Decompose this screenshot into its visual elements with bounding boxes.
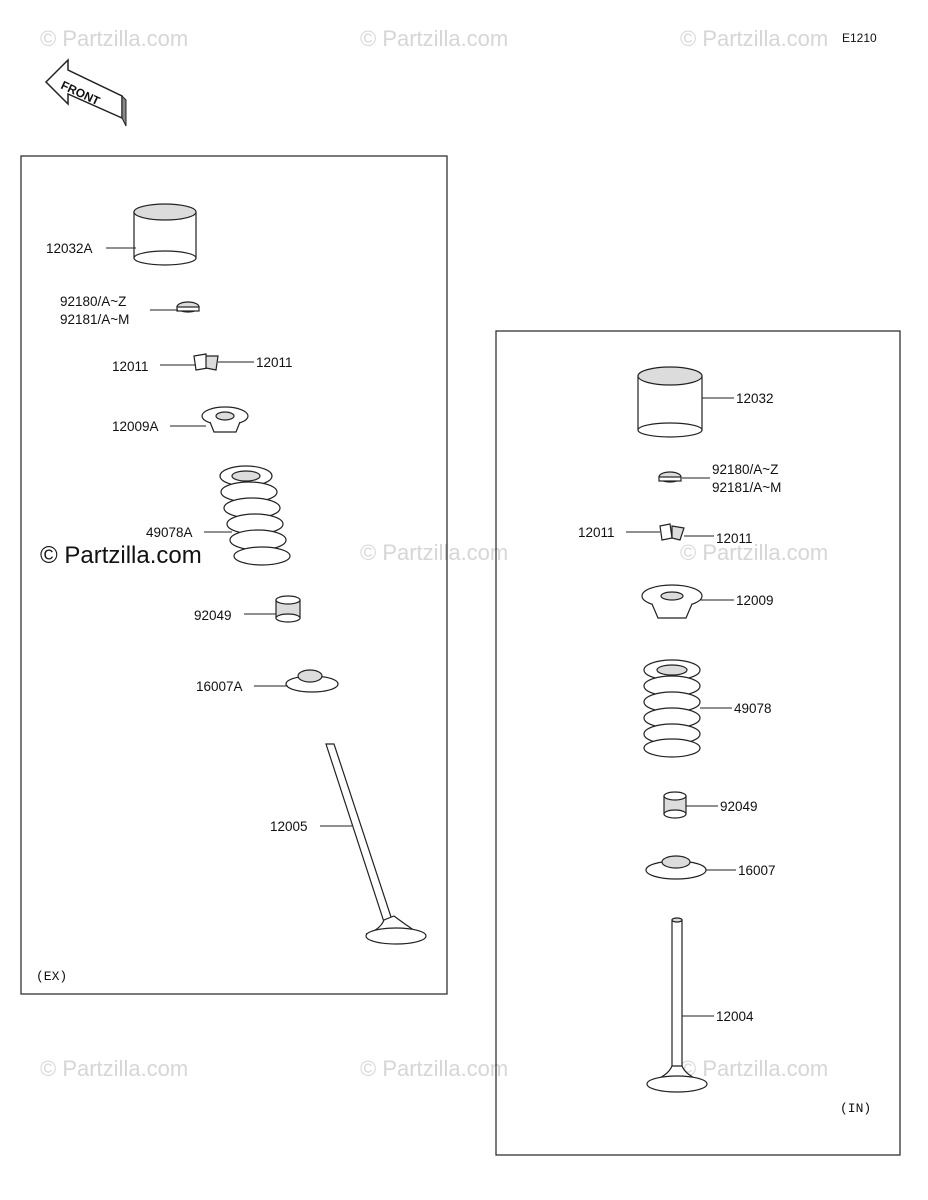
spring-seat-in bbox=[645, 855, 707, 880]
diagram-code: E1210 bbox=[842, 31, 877, 45]
watermarks: © Partzilla.com © Partzilla.com © Partzi… bbox=[40, 26, 828, 1081]
label-12009A: 12009A bbox=[112, 419, 159, 434]
intake-panel-tag: (IN) bbox=[840, 1101, 871, 1116]
exhaust-panel-frame bbox=[20, 155, 448, 995]
spring-seat-ex bbox=[285, 669, 339, 693]
label-12011-left: 12011 bbox=[578, 525, 615, 540]
label-12032A: 12032A bbox=[46, 241, 93, 256]
watermark: © Partzilla.com bbox=[360, 1056, 508, 1081]
label-92049: 92049 bbox=[720, 799, 758, 814]
label-12011-right: 12011 bbox=[256, 355, 293, 370]
label-49078: 49078 bbox=[734, 701, 772, 716]
watermark: © Partzilla.com bbox=[680, 1056, 828, 1081]
watermark: © Partzilla.com bbox=[40, 26, 188, 51]
watermark: © Partzilla.com bbox=[360, 540, 508, 565]
keepers-ex bbox=[193, 353, 219, 371]
watermark: © Partzilla.com bbox=[680, 540, 828, 565]
watermark: © Partzilla.com bbox=[680, 26, 828, 51]
label-92180: 92180/A~Z bbox=[712, 462, 778, 477]
label-92049: 92049 bbox=[194, 608, 232, 623]
shim-ex bbox=[176, 301, 200, 313]
exhaust-valve bbox=[325, 743, 427, 945]
label-12011-right: 12011 bbox=[716, 531, 753, 546]
retainer-in bbox=[641, 584, 703, 619]
stem-seal-in bbox=[663, 791, 687, 819]
watermark: © Partzilla.com bbox=[40, 1056, 188, 1081]
retainer-ex bbox=[201, 406, 249, 433]
label-12004: 12004 bbox=[716, 1009, 754, 1024]
front-arrow-icon: FRONT bbox=[44, 58, 127, 127]
stem-seal-ex bbox=[275, 595, 301, 623]
label-49078A: 49078A bbox=[146, 525, 193, 540]
label-92181: 92181/A~M bbox=[60, 312, 129, 327]
valve-spring-in bbox=[643, 659, 701, 758]
label-16007A: 16007A bbox=[196, 679, 243, 694]
valve-spring-ex bbox=[219, 465, 291, 566]
shim-in bbox=[658, 471, 682, 483]
watermark-strong: © Partzilla.com bbox=[40, 542, 202, 569]
label-92180: 92180/A~Z bbox=[60, 294, 126, 309]
label-16007: 16007 bbox=[738, 863, 776, 878]
label-12011-left: 12011 bbox=[112, 359, 149, 374]
exhaust-panel-tag: (EX) bbox=[36, 969, 67, 984]
label-12005: 12005 bbox=[270, 819, 308, 834]
tappet-in bbox=[637, 366, 703, 438]
keepers-in bbox=[659, 523, 685, 541]
label-12009: 12009 bbox=[736, 593, 774, 608]
label-92181: 92181/A~M bbox=[712, 480, 781, 495]
intake-panel-frame bbox=[495, 330, 901, 1156]
intake-valve bbox=[646, 917, 708, 1093]
tappet-ex bbox=[133, 203, 197, 266]
label-12032: 12032 bbox=[736, 391, 774, 406]
watermark: © Partzilla.com bbox=[360, 26, 508, 51]
